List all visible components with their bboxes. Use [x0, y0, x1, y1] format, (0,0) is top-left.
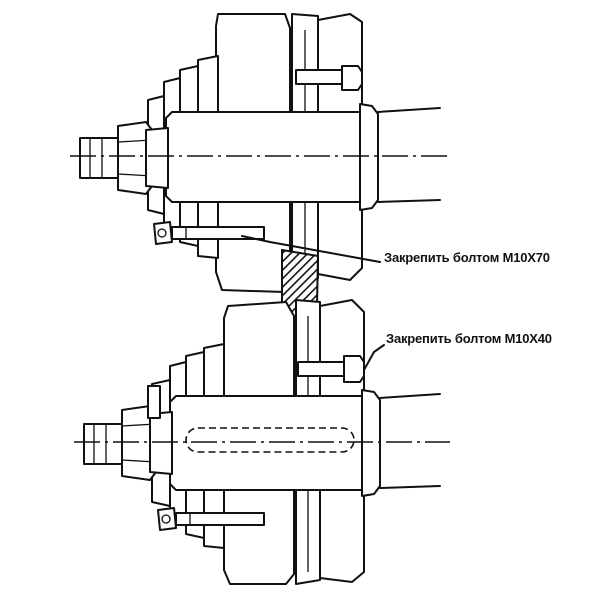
leader-line-m10x40 [363, 344, 385, 371]
upper-bolt-socket [157, 228, 167, 238]
lower-gear-assembly [74, 299, 450, 585]
upper-shaft-ext-bottom [377, 199, 441, 203]
lower-shaft-ext-top [379, 393, 441, 399]
callout-bolt-m10x40: Закрепить болтом М10Х40 [386, 331, 552, 346]
lower-bolt-socket [161, 514, 171, 524]
lower-shaft-ext-bottom [379, 485, 441, 489]
lower-bolt-shank [175, 512, 265, 526]
lower-top-bolt-head [343, 355, 365, 383]
upper-top-bolt-head [341, 65, 363, 91]
lower-top-bolt-shank [297, 361, 345, 377]
upper-top-bolt-shank [295, 69, 343, 85]
leader-line-m10x70 [241, 235, 381, 263]
lower-shaft-end-cap [361, 389, 381, 497]
upper-shaft [165, 111, 367, 203]
upper-shaft-end-cap [359, 103, 379, 211]
upper-washer [145, 127, 169, 189]
upper-thread-stud [79, 137, 119, 179]
upper-gear-assembly [70, 13, 450, 293]
lower-thread-stud [83, 423, 123, 465]
lower-washer [149, 411, 173, 475]
lower-locking-pin [147, 385, 161, 419]
upper-shaft-ext-top [377, 107, 441, 113]
callout-bolt-m10x70: Закрепить болтом М10Х70 [384, 250, 550, 265]
upper-bolt-head [153, 221, 173, 245]
lower-shaft [169, 395, 369, 491]
lower-bolt-head [157, 507, 177, 531]
lower-keyway-slot [185, 427, 355, 453]
